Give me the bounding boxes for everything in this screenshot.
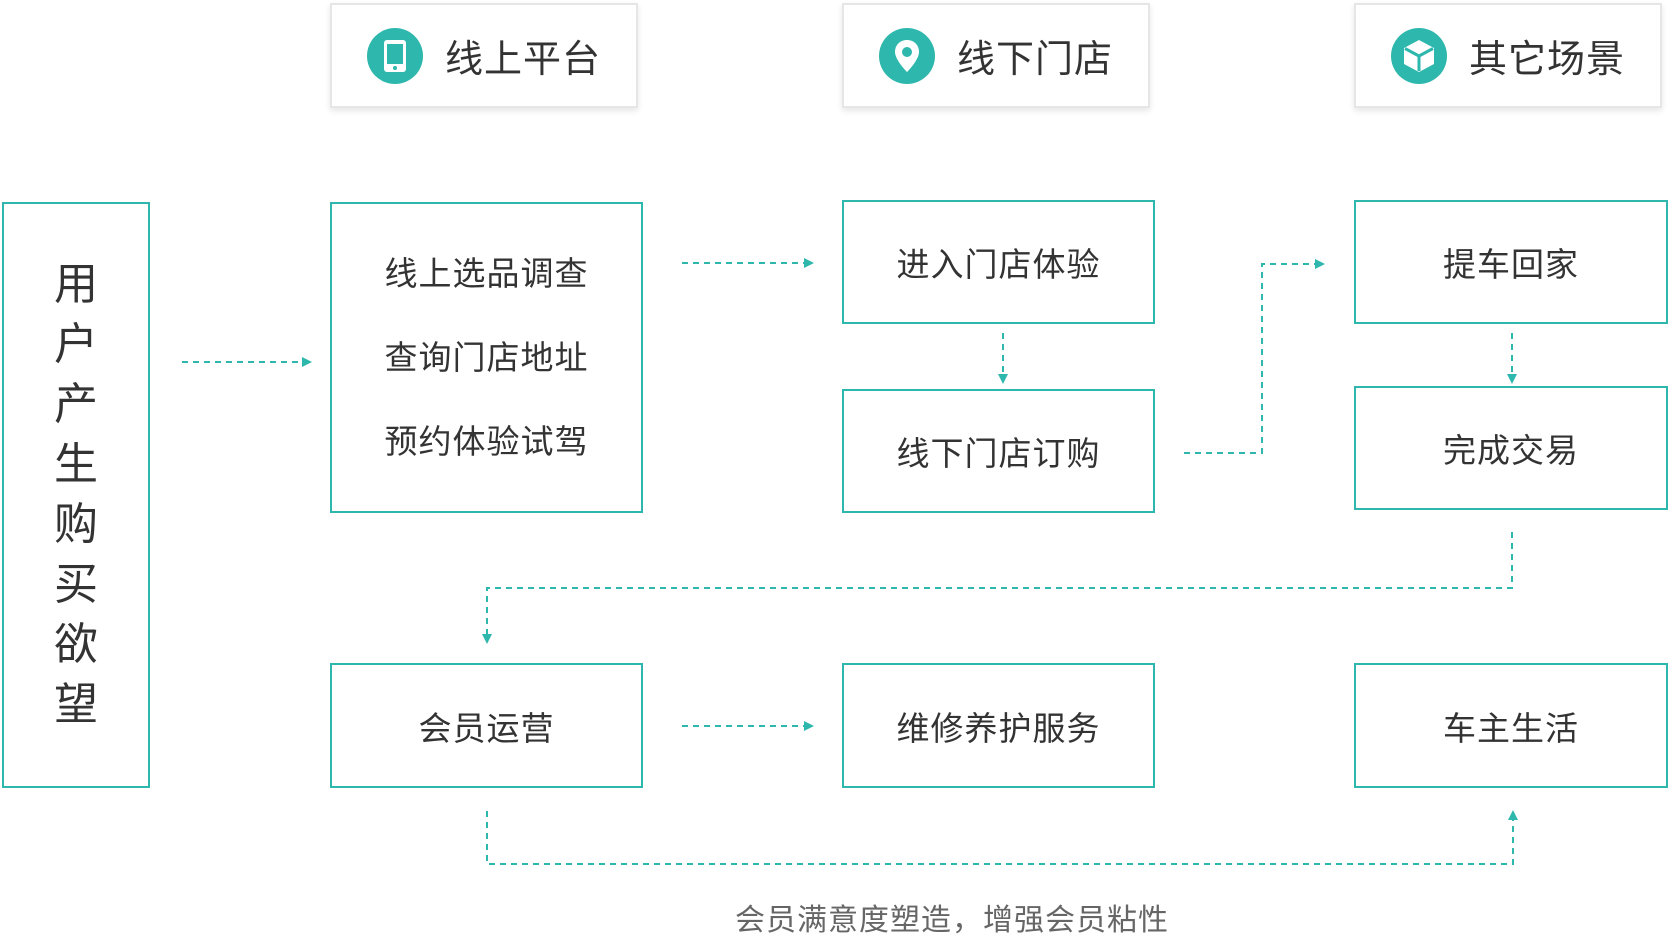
step-label: 线下门店订购 bbox=[896, 434, 1101, 473]
header-label: 线上平台 bbox=[444, 37, 601, 81]
label-char: 生 bbox=[54, 439, 98, 490]
step-book-test-drive: 预约体验试驾 bbox=[384, 421, 589, 461]
step-label: 车主生活 bbox=[1443, 708, 1579, 748]
location-pin-icon bbox=[878, 27, 935, 84]
step-find-store: 查询门店地址 bbox=[384, 337, 589, 377]
step-store-experience: 进入门店体验 bbox=[842, 200, 1155, 324]
step-label: 提车回家 bbox=[1443, 245, 1579, 284]
header-label: 其它场景 bbox=[1468, 37, 1625, 81]
arrow-membership-to-owner-life bbox=[486, 810, 1518, 865]
step-label: 进入门店体验 bbox=[896, 245, 1101, 284]
step-owner-life: 车主生活 bbox=[1354, 663, 1668, 788]
label-char: 望 bbox=[54, 679, 98, 730]
step-label: 完成交易 bbox=[1443, 431, 1579, 470]
step-maintenance-service: 维修养护服务 bbox=[842, 663, 1155, 788]
header-label: 线下门店 bbox=[956, 37, 1113, 81]
header-other-scenarios: 其它场景 bbox=[1354, 3, 1662, 108]
label-char: 买 bbox=[54, 559, 98, 610]
header-offline-store: 线下门店 bbox=[842, 3, 1150, 108]
step-pickup-car: 提车回家 bbox=[1354, 200, 1668, 324]
label-char: 产 bbox=[54, 379, 98, 430]
step-online-selection: 线上选品调查 bbox=[384, 253, 589, 293]
header-online-platform: 线上平台 bbox=[330, 3, 638, 108]
step-label: 维修养护服务 bbox=[896, 708, 1101, 748]
online-steps-box: 线上选品调查 查询门店地址 预约体验试驾 bbox=[330, 202, 643, 513]
step-label: 会员运营 bbox=[418, 708, 555, 748]
step-store-order: 线下门店订购 bbox=[842, 389, 1155, 513]
start-user-purchase-desire: 用 户 产 生 购 买 欲 望 bbox=[2, 202, 150, 788]
vertical-label: 用 户 产 生 购 买 欲 望 bbox=[54, 255, 98, 735]
step-complete-deal: 完成交易 bbox=[1354, 386, 1668, 510]
label-char: 用 bbox=[54, 259, 98, 310]
arrow-order-to-pickup bbox=[1184, 259, 1325, 454]
label-char: 户 bbox=[54, 319, 98, 370]
step-membership-operations: 会员运营 bbox=[330, 663, 643, 788]
arrow-deal-to-membership bbox=[482, 532, 1513, 644]
cube-icon bbox=[1390, 27, 1447, 84]
label-char: 欲 bbox=[54, 619, 98, 670]
loop-caption: 会员满意度塑造，增强会员粘性 bbox=[735, 903, 1169, 936]
phone-icon bbox=[366, 27, 423, 84]
label-char: 购 bbox=[54, 499, 98, 550]
